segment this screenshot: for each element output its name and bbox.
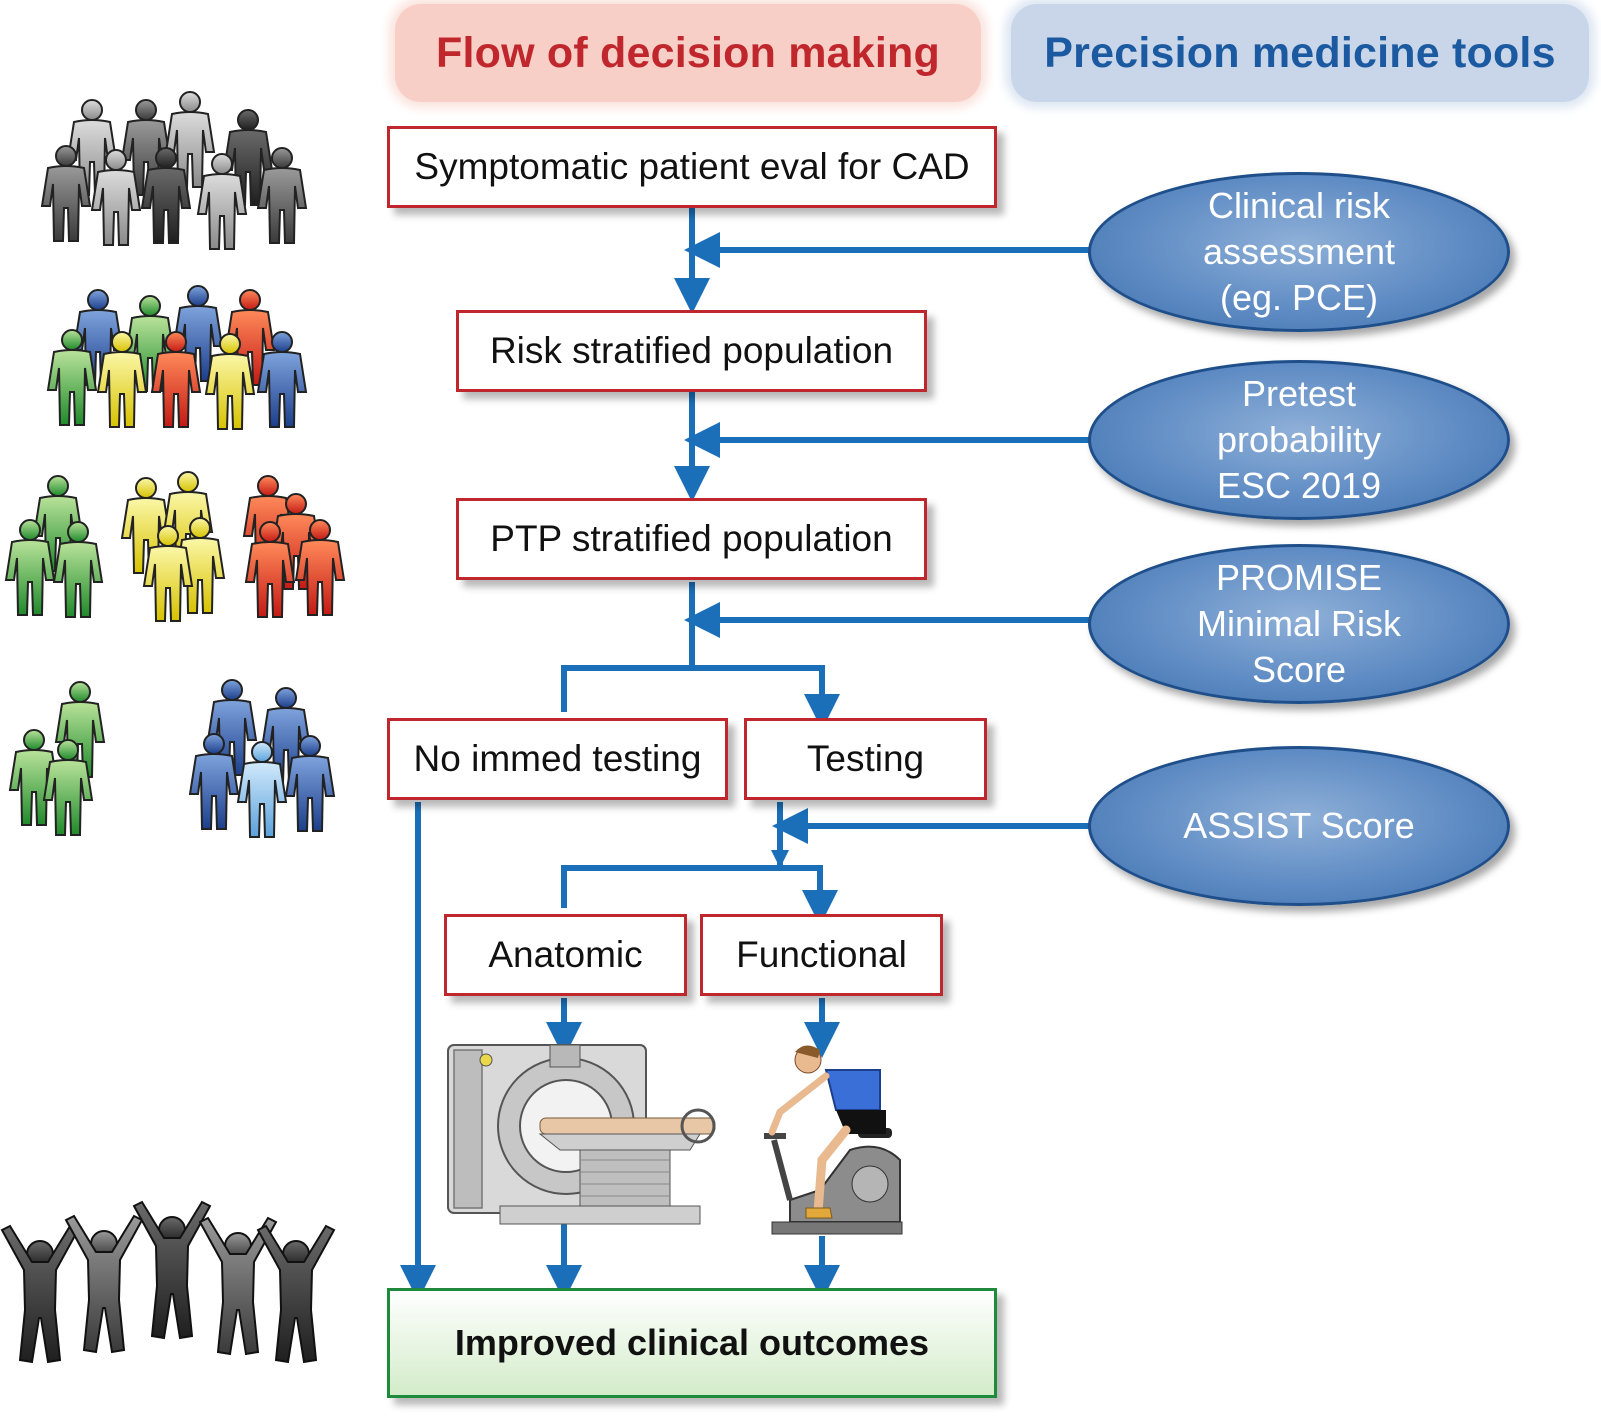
- exercise-bike-icon: [764, 1045, 903, 1235]
- people-group-colored-icon: [47, 285, 307, 430]
- step-testing: Testing: [744, 718, 987, 800]
- step-improved-outcomes: Improved clinical outcomes: [387, 1288, 997, 1398]
- flow-header: Flow of decision making: [395, 4, 981, 102]
- people-blue-icon: [189, 679, 335, 838]
- step-symptomatic-patient: Symptomatic patient eval for CAD: [387, 126, 997, 208]
- tools-header: Precision medicine tools: [1011, 4, 1589, 102]
- people-group-gray-icon: [41, 91, 307, 250]
- step-no-immed-testing: No immed testing: [387, 718, 728, 800]
- step-ptp-stratified: PTP stratified population: [456, 498, 927, 580]
- step-anatomic: Anatomic: [444, 914, 687, 996]
- ct-scanner-icon: [447, 1044, 716, 1225]
- tool-assist-score: ASSIST Score: [1088, 746, 1510, 906]
- celebrating-people-icon: [1, 1201, 335, 1363]
- people-green-icon: [9, 681, 105, 836]
- people-groups-green-yellow-red-icon: [5, 471, 345, 622]
- step-functional: Functional: [700, 914, 943, 996]
- step-risk-stratified: Risk stratified population: [456, 310, 927, 392]
